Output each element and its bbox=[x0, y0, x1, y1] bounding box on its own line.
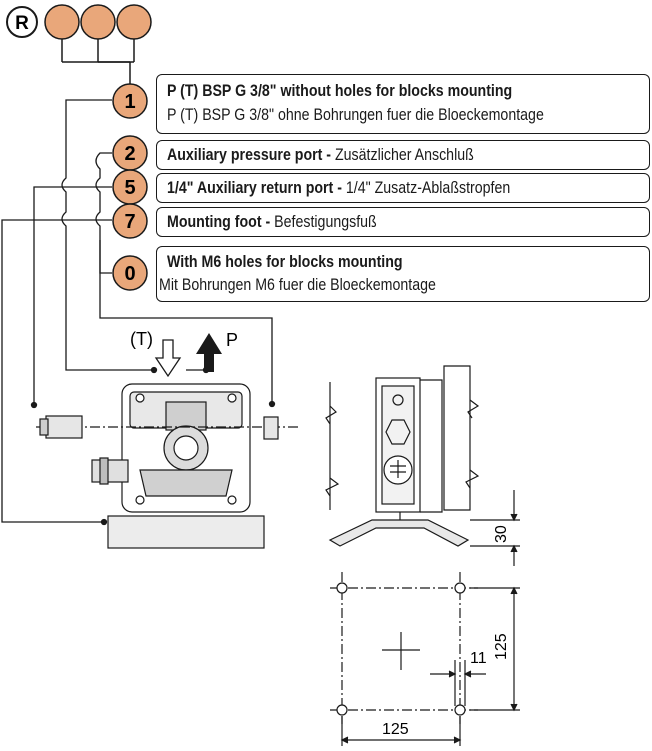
code-circle-5: 5 bbox=[112, 169, 148, 205]
option-5-subtitle: 1/4" Zusatz-Ablaßstropfen bbox=[345, 179, 511, 197]
foot-height-dimension: 30 bbox=[493, 525, 510, 543]
code-circle-1: 1 bbox=[112, 83, 148, 119]
bracket-lines bbox=[61, 39, 135, 84]
option-code-circles: 1 2 5 7 0 bbox=[112, 83, 148, 291]
option-7-title: Mounting foot - bbox=[167, 213, 271, 231]
valve-front-view bbox=[36, 383, 300, 549]
tank-port-label: (T) bbox=[130, 329, 153, 349]
hole-spacing-vertical-dimension: 125 bbox=[493, 633, 510, 660]
code-circle-2: 2 bbox=[112, 135, 148, 171]
option-box-7: Mounting foot - Befestigungsfuß bbox=[156, 207, 650, 237]
badge-r-label: R bbox=[15, 13, 29, 34]
option-box-2: Auxiliary pressure port - Zusätzlicher A… bbox=[156, 140, 650, 170]
pressure-arrow-icon bbox=[196, 333, 222, 372]
option-box-0: With M6 holes for blocks mounting Mit Bo… bbox=[156, 246, 650, 302]
option-box-1: P (T) BSP G 3/8" without holes for block… bbox=[156, 74, 650, 134]
hole-spacing-horizontal-dimension: 125 bbox=[382, 721, 409, 738]
option-2-subtitle: Zusätzlicher Anschluß bbox=[334, 146, 474, 164]
option-0-title: With M6 holes for blocks mounting bbox=[167, 253, 403, 271]
option-0-subtitle: Mit Bohrungen M6 fuer die Bloeckemontage bbox=[159, 276, 436, 294]
code-1-label: 1 bbox=[124, 91, 135, 113]
code-2-label: 2 bbox=[124, 143, 135, 165]
hole-pattern bbox=[330, 572, 520, 746]
badge-r: R bbox=[6, 6, 38, 38]
option-1-title: P (T) BSP G 3/8" without holes for block… bbox=[167, 82, 513, 100]
hole-diameter-dimension: 11 bbox=[470, 650, 487, 667]
option-1-subtitle: P (T) BSP G 3/8" ohne Bohrungen fuer die… bbox=[167, 106, 544, 124]
code-position-circles bbox=[44, 4, 152, 40]
code-circle-0: 0 bbox=[112, 255, 148, 291]
option-2-text: Auxiliary pressure port - Zusätzlicher A… bbox=[167, 145, 474, 165]
code-0-label: 0 bbox=[124, 263, 135, 285]
code-7-label: 7 bbox=[124, 211, 135, 233]
tank-arrow-icon bbox=[154, 339, 182, 378]
code-circle-7: 7 bbox=[112, 203, 148, 239]
option-box-5: 1/4" Auxiliary return port - 1/4" Zusatz… bbox=[156, 173, 650, 203]
valve-side-view bbox=[325, 365, 520, 566]
port-arrows: (T) P bbox=[130, 329, 238, 378]
option-5-text: 1/4" Auxiliary return port - 1/4" Zusatz… bbox=[167, 178, 510, 198]
option-7-subtitle: Befestigungsfuß bbox=[274, 213, 377, 231]
option-7-text: Mounting foot - Befestigungsfuß bbox=[167, 212, 377, 232]
pressure-port-label: P bbox=[226, 330, 238, 350]
option-2-title: Auxiliary pressure port - bbox=[167, 146, 332, 164]
code-5-label: 5 bbox=[124, 177, 135, 199]
option-5-title: 1/4" Auxiliary return port - bbox=[167, 179, 342, 197]
